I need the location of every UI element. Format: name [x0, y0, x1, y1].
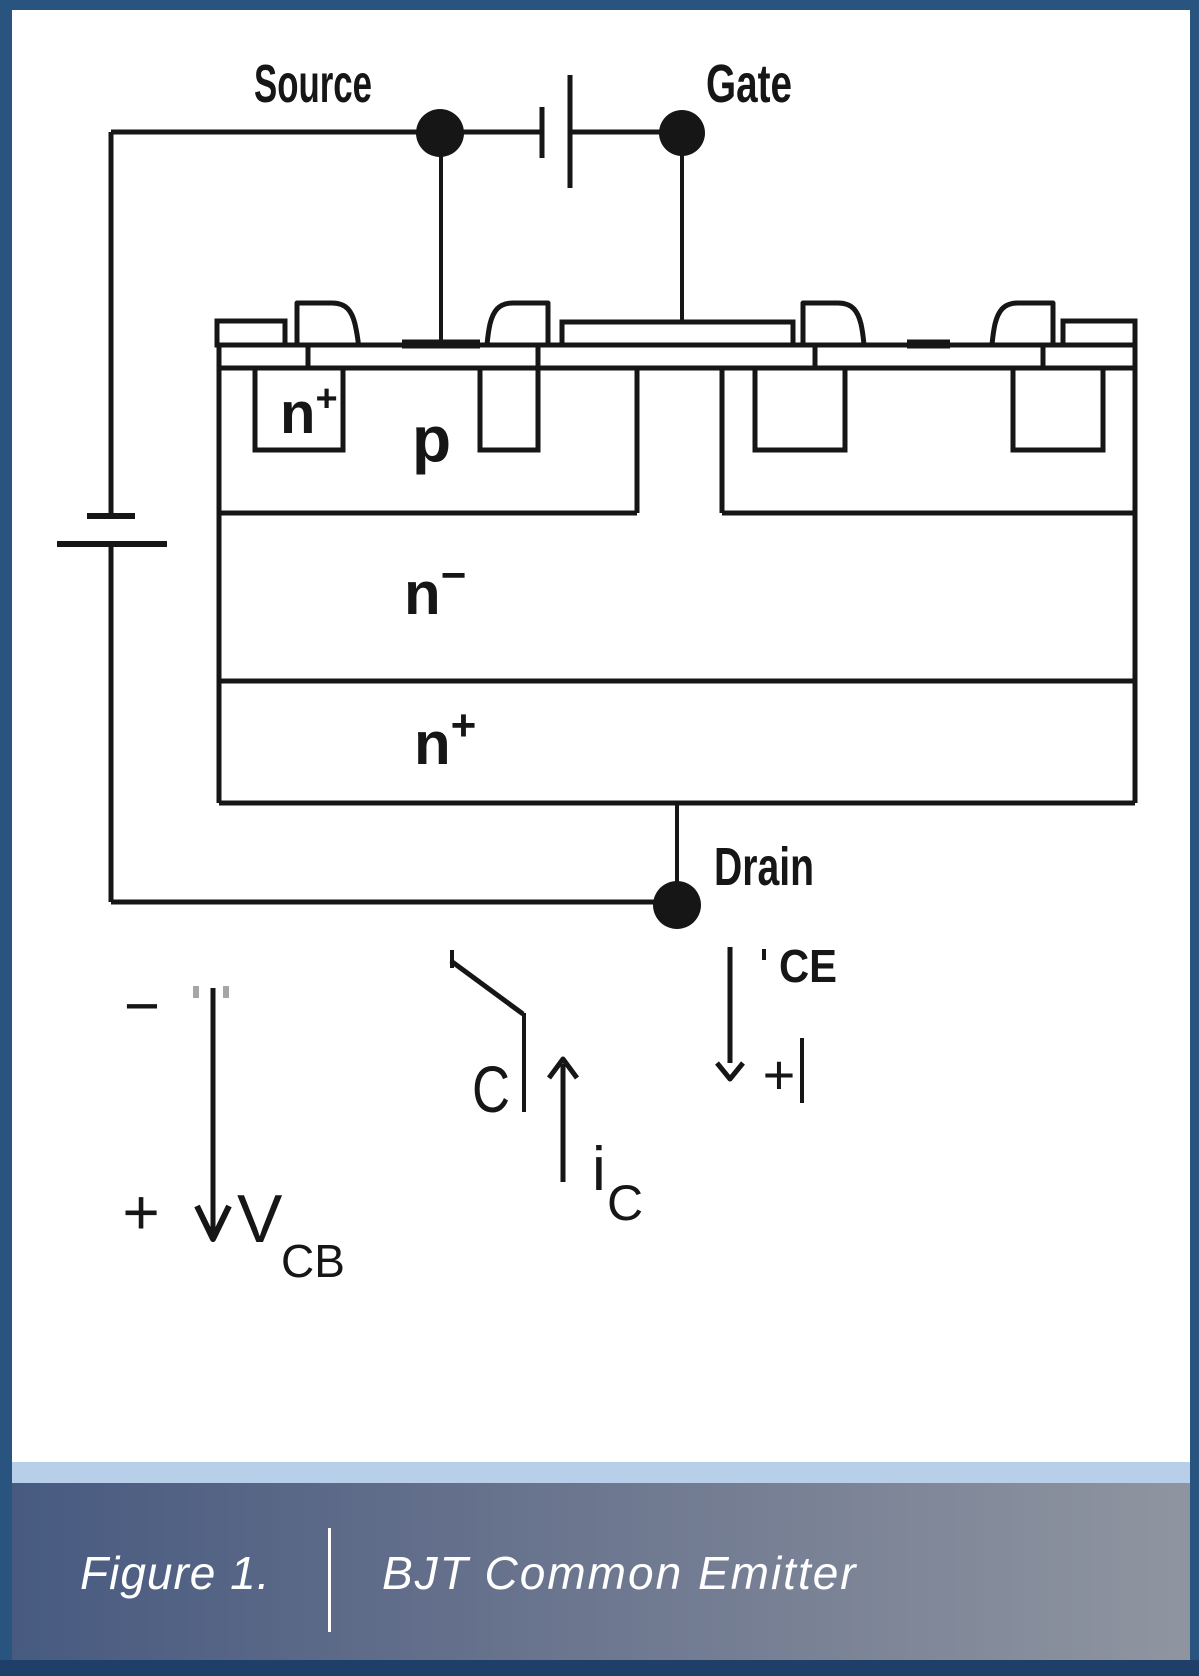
drain-terminal-dot [653, 881, 701, 929]
gate-slab [535, 342, 818, 371]
figure-title: BJT Common Emitter [382, 1547, 858, 1599]
ic-arrow-head [546, 1056, 580, 1080]
n-plus-well-inner-left [477, 365, 541, 453]
vce-arrow-head [715, 1061, 745, 1082]
n-plus-well-outer-right [1010, 365, 1106, 453]
source-terminal-dot [416, 109, 464, 157]
spacer-profile-d [989, 300, 1056, 348]
drain-label: Drain [714, 837, 814, 897]
gate-terminal-dot [659, 110, 705, 156]
n-plus-well-inner-right [752, 365, 848, 453]
n-plus-substrate-label: n+ [414, 701, 476, 777]
caption-bar [12, 1483, 1190, 1660]
collector-diagonal [449, 958, 525, 1017]
vcb-arrow-head [194, 1204, 232, 1242]
n-plus-well-label: n+ [280, 378, 338, 446]
mosfet-structure: n+ p n− n+ [214, 300, 1138, 806]
frame-border-left [0, 0, 12, 1676]
gate-label: Gate [706, 54, 792, 114]
plus-sign-left: + [122, 1176, 159, 1248]
metal-slab-left [216, 342, 311, 371]
spacer-profile-c [800, 300, 867, 348]
frame-border-bottom [0, 1660, 1199, 1676]
ic-label: iC [592, 1135, 643, 1231]
metal-slab-right [1040, 342, 1138, 371]
caption-accent-band [12, 1462, 1190, 1483]
minus-sign: − [124, 972, 160, 1041]
figure-number: Figure 1. [80, 1547, 271, 1599]
gate-plate [559, 319, 796, 348]
p-body-label: p [412, 403, 451, 475]
metal-tab-left [214, 318, 288, 348]
spacer-profile-a [294, 300, 361, 348]
source-label: Source [254, 54, 372, 114]
caption-divider [328, 1528, 331, 1632]
spacer-profile-b [484, 300, 551, 348]
collector-label: C [472, 1052, 510, 1126]
n-minus-drift-label: n− [404, 551, 466, 627]
frame-border-right [1190, 0, 1199, 1676]
metal-tab-right [1060, 318, 1138, 348]
frame-border-top [0, 0, 1199, 10]
plus-sign-right: + [763, 1043, 796, 1106]
vce-fragment-label: CE [779, 940, 837, 992]
top-circuit: Source Gate Drain [57, 54, 814, 929]
